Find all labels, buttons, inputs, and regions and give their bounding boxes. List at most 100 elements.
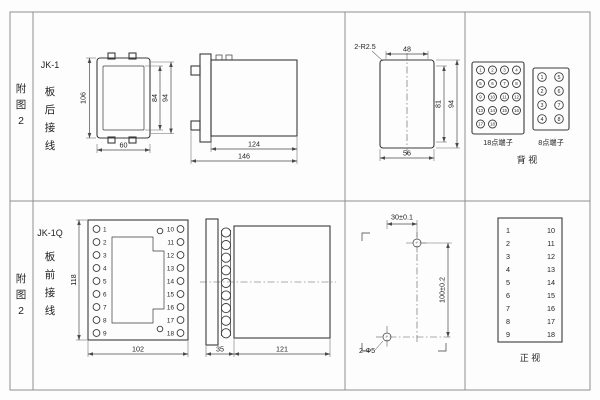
dim-label: 106 <box>79 92 88 104</box>
terminal-screw-icon <box>500 106 509 115</box>
fixing-hole-icon <box>156 227 164 235</box>
terminal-number: 1 <box>479 68 482 73</box>
terminal <box>220 265 232 276</box>
wiring-char: 线 <box>45 304 56 317</box>
terminal-screw-icon <box>476 92 485 102</box>
terminal: 15 <box>167 290 185 298</box>
terminal-number: 12 <box>514 95 519 100</box>
terminal-screw-icon <box>92 238 101 246</box>
panel-corner-mark <box>438 343 447 352</box>
terminal: 18 <box>488 119 497 129</box>
terminal-screw-icon <box>92 277 101 285</box>
terminal-number: 2 <box>541 89 544 95</box>
terminal-number: 5 <box>506 278 510 287</box>
terminal-screw-icon <box>220 240 232 251</box>
dim-146: 146 <box>190 131 298 164</box>
case-outline <box>96 57 151 139</box>
terminal: 4 <box>537 114 547 124</box>
terminal-number: 1 <box>506 226 510 235</box>
terminal: 13 <box>476 106 485 115</box>
terminal-number: 16 <box>547 304 555 313</box>
terminal-block-18-label: 18点端子 <box>483 138 513 147</box>
terminal-number: 13 <box>478 108 483 113</box>
dim-35: 35 <box>205 339 235 357</box>
dim-118: 118 <box>69 219 87 341</box>
terminal-screw-icon <box>220 315 232 326</box>
inner-frame-outline <box>111 236 165 324</box>
terminal: 15 <box>500 106 509 115</box>
corner-radius-callout: 2-R2.5 <box>354 42 384 62</box>
terminal-screw-icon <box>500 92 509 102</box>
terminal-screw-icon <box>92 303 101 311</box>
terminal-screw-icon <box>176 290 185 298</box>
terminal-screw-icon <box>512 79 521 88</box>
terminal-number: 4 <box>506 265 510 274</box>
row1-figure-label: 附 图 2 <box>16 82 27 127</box>
dim-label: 121 <box>276 345 288 354</box>
fig-char: 附 <box>16 82 27 95</box>
terminal: 2 <box>92 238 107 246</box>
terminal-number: 8 <box>103 317 107 324</box>
dim-label: 48 <box>403 45 411 54</box>
terminal: 16 <box>512 106 521 115</box>
jk1-front-view: 106 84 94 60 <box>79 52 174 153</box>
terminal-number: 7 <box>503 81 506 86</box>
terminal-screw-icon <box>92 316 101 324</box>
terminal-screw-icon <box>176 329 185 337</box>
fig-char: 图 <box>16 99 27 111</box>
terminal: 10 <box>488 92 497 102</box>
row2-model-label: JK-1Q 板 前 接 线 <box>37 228 63 317</box>
terminal <box>220 290 232 301</box>
terminal: 11 <box>167 238 185 246</box>
terminal-number: 6 <box>558 89 561 95</box>
terminal-screw-icon <box>92 264 101 272</box>
terminal-number: 6 <box>103 291 107 298</box>
terminal-screw-icon <box>537 114 547 124</box>
fig-char: 2 <box>18 115 24 127</box>
dim-60: 60 <box>96 141 151 153</box>
row2-view-label: 正 视 <box>520 352 541 363</box>
terminal-number: 14 <box>490 108 495 113</box>
terminal-screw-icon <box>92 290 101 298</box>
row2-figure-label: 附 图 2 <box>16 272 27 317</box>
terminal: 8 <box>554 114 564 124</box>
jk1-side-view: 124 146 <box>190 53 298 164</box>
terminal-screw-icon <box>476 79 485 88</box>
terminal-screw-icon <box>92 225 101 233</box>
terminal-number: 12 <box>547 252 555 261</box>
table-grid <box>9 11 591 391</box>
terminal-row: 13 14 15 16 <box>476 106 521 115</box>
terminal: 3 <box>500 65 509 75</box>
terminal-number: 15 <box>502 108 507 113</box>
mounting-stud <box>190 120 201 131</box>
terminal-screw-icon <box>500 79 509 88</box>
terminal: 7 <box>92 303 107 311</box>
terminal-number: 5 <box>558 75 561 81</box>
model-name: JK-1 <box>41 60 60 70</box>
terminal <box>220 277 232 288</box>
terminal: 11 <box>500 92 509 102</box>
terminal-number: 8 <box>506 317 510 326</box>
terminal: 10 <box>167 225 185 233</box>
jk1q-panel-drilling: 30±0.1 100±0.2 2-Φ5 <box>359 213 452 355</box>
terminal: 12 <box>167 251 185 259</box>
terminal: 6 <box>554 86 564 96</box>
terminal-number: 4 <box>515 68 518 73</box>
dim-30: 30±0.1 <box>386 213 418 237</box>
mounting-stud <box>190 65 201 76</box>
terminal-number: 18 <box>490 122 495 127</box>
dim-124: 124 <box>210 137 298 152</box>
hole-diameter-callout: 2-Φ5 <box>359 340 384 355</box>
mounting-tab <box>128 52 137 60</box>
terminal: 1 <box>476 65 485 75</box>
terminal-number: 2 <box>491 68 494 73</box>
terminal-screw-icon <box>512 106 521 115</box>
